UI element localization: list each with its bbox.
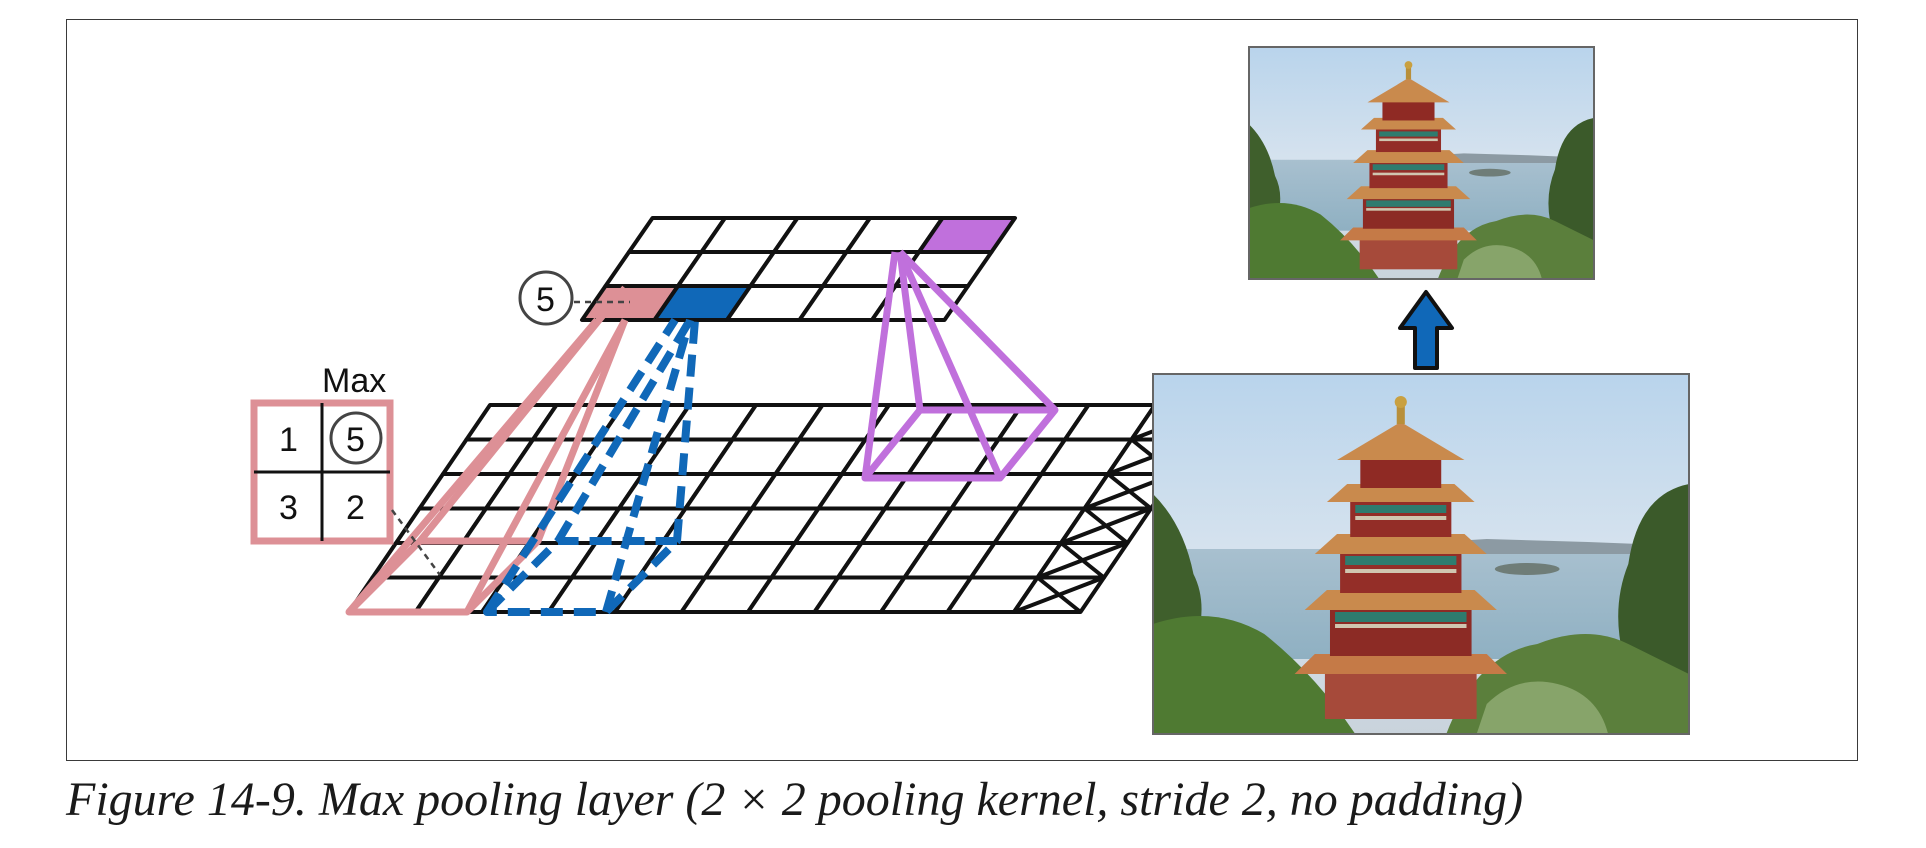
x-mark-stroke [1059,541,1106,580]
up-arrow-icon [1398,290,1454,370]
output-photo [1248,46,1595,280]
max-cell-1: 1 [279,421,298,459]
figure-caption: Figure 14-9. Max pooling layer (2 × 2 po… [66,773,1524,826]
input-photo [1152,373,1690,735]
blue-pooling-window [483,317,699,616]
max-box: Max 1 5 3 2 [250,362,442,576]
pagoda-photo-small [1249,47,1594,279]
purple-pooling-window [861,249,1059,482]
x-mark-stroke [1083,506,1129,545]
max-result-value: 5 [536,281,555,319]
max-cell-2: 5 [346,421,365,459]
output-feature-map [580,216,1017,322]
x-mark-stroke [1106,472,1153,511]
max-cell-4: 2 [346,489,365,527]
x-mark-stroke [1036,575,1082,614]
max-box-connector [390,509,442,576]
max-highlight-circle [329,411,383,465]
pagoda-photo [1153,374,1689,734]
figure-frame [66,19,1858,761]
pink-pooling-window [345,285,629,616]
max-result-bubble: 5 [518,270,630,326]
max-cell-3: 3 [279,489,298,527]
grid-cell [917,216,1017,254]
max-title: Max [322,362,386,400]
